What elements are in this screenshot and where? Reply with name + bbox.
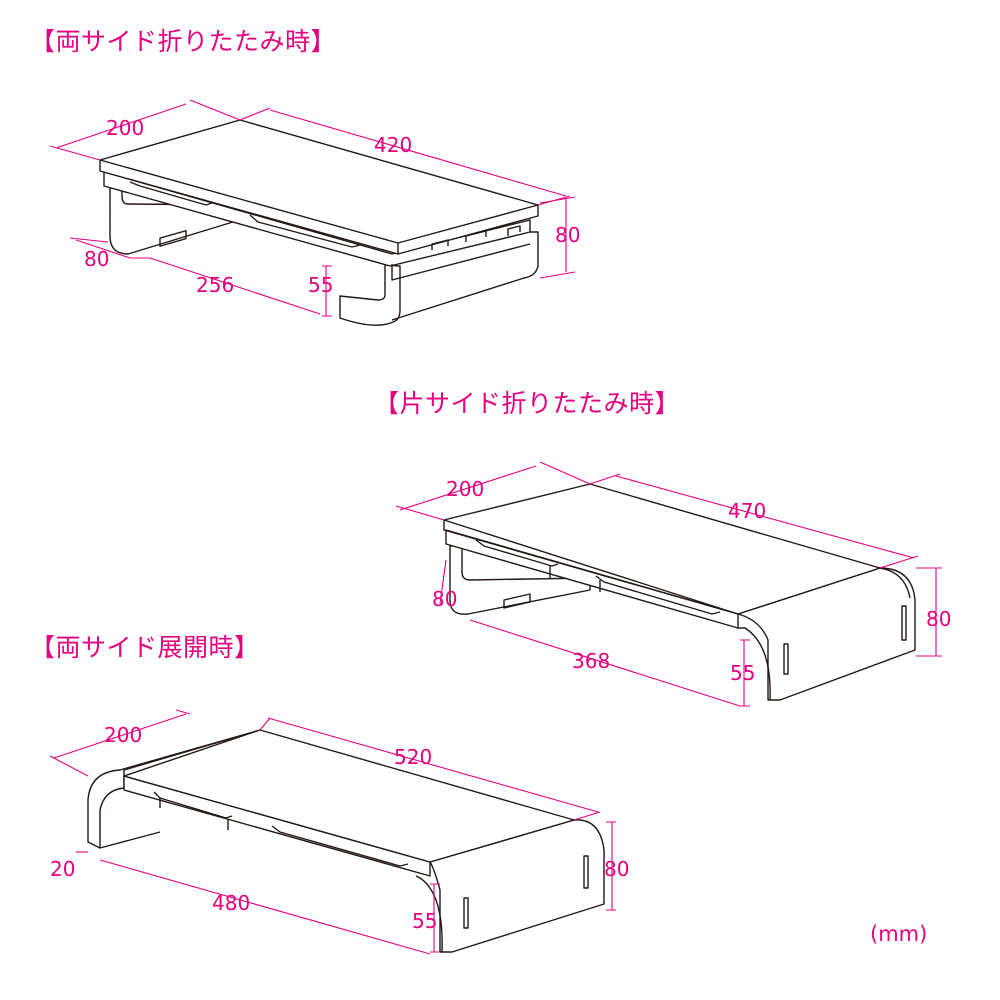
dim-height-3: 80 xyxy=(604,857,629,881)
stand-outline-3 xyxy=(87,729,605,953)
dim-clearance-2: 55 xyxy=(730,661,755,685)
title-both-folded: 【両サイド折りたたみ時】 xyxy=(30,27,337,56)
dim-depth-3: 200 xyxy=(104,723,142,747)
dim-depth-1: 200 xyxy=(106,116,144,140)
dim-clearance-1: 55 xyxy=(308,273,333,297)
dim-foot-1: 80 xyxy=(84,247,109,271)
stand-both-folded: 200 420 80 80 256 55 xyxy=(49,99,580,326)
dim-inner-3: 480 xyxy=(212,891,250,915)
stand-outline-2 xyxy=(443,483,916,701)
dim-depth-2: 200 xyxy=(446,477,484,501)
stand-outline-1 xyxy=(99,119,539,326)
dim-foot-2: 80 xyxy=(432,587,457,611)
stand-one-folded: 200 470 80 80 368 55 xyxy=(395,461,951,707)
unit-label: (mm) xyxy=(870,922,928,946)
dim-width-2: 470 xyxy=(728,499,766,523)
dim-width-3: 520 xyxy=(394,745,432,769)
dim-height-2: 80 xyxy=(926,607,951,631)
title-both-expanded: 【両サイド展開時】 xyxy=(30,633,260,662)
stand-both-expanded: 200 520 80 20 480 55 xyxy=(49,709,629,955)
dim-clearance-3: 55 xyxy=(412,909,437,933)
dim-width-1: 420 xyxy=(374,133,412,157)
dim-inner-1: 256 xyxy=(196,273,234,297)
title-one-folded: 【片サイド折りたたみ時】 xyxy=(374,389,681,418)
dim-foot-3: 20 xyxy=(50,857,75,881)
dim-height-1: 80 xyxy=(555,223,580,247)
dim-inner-2: 368 xyxy=(572,649,610,673)
